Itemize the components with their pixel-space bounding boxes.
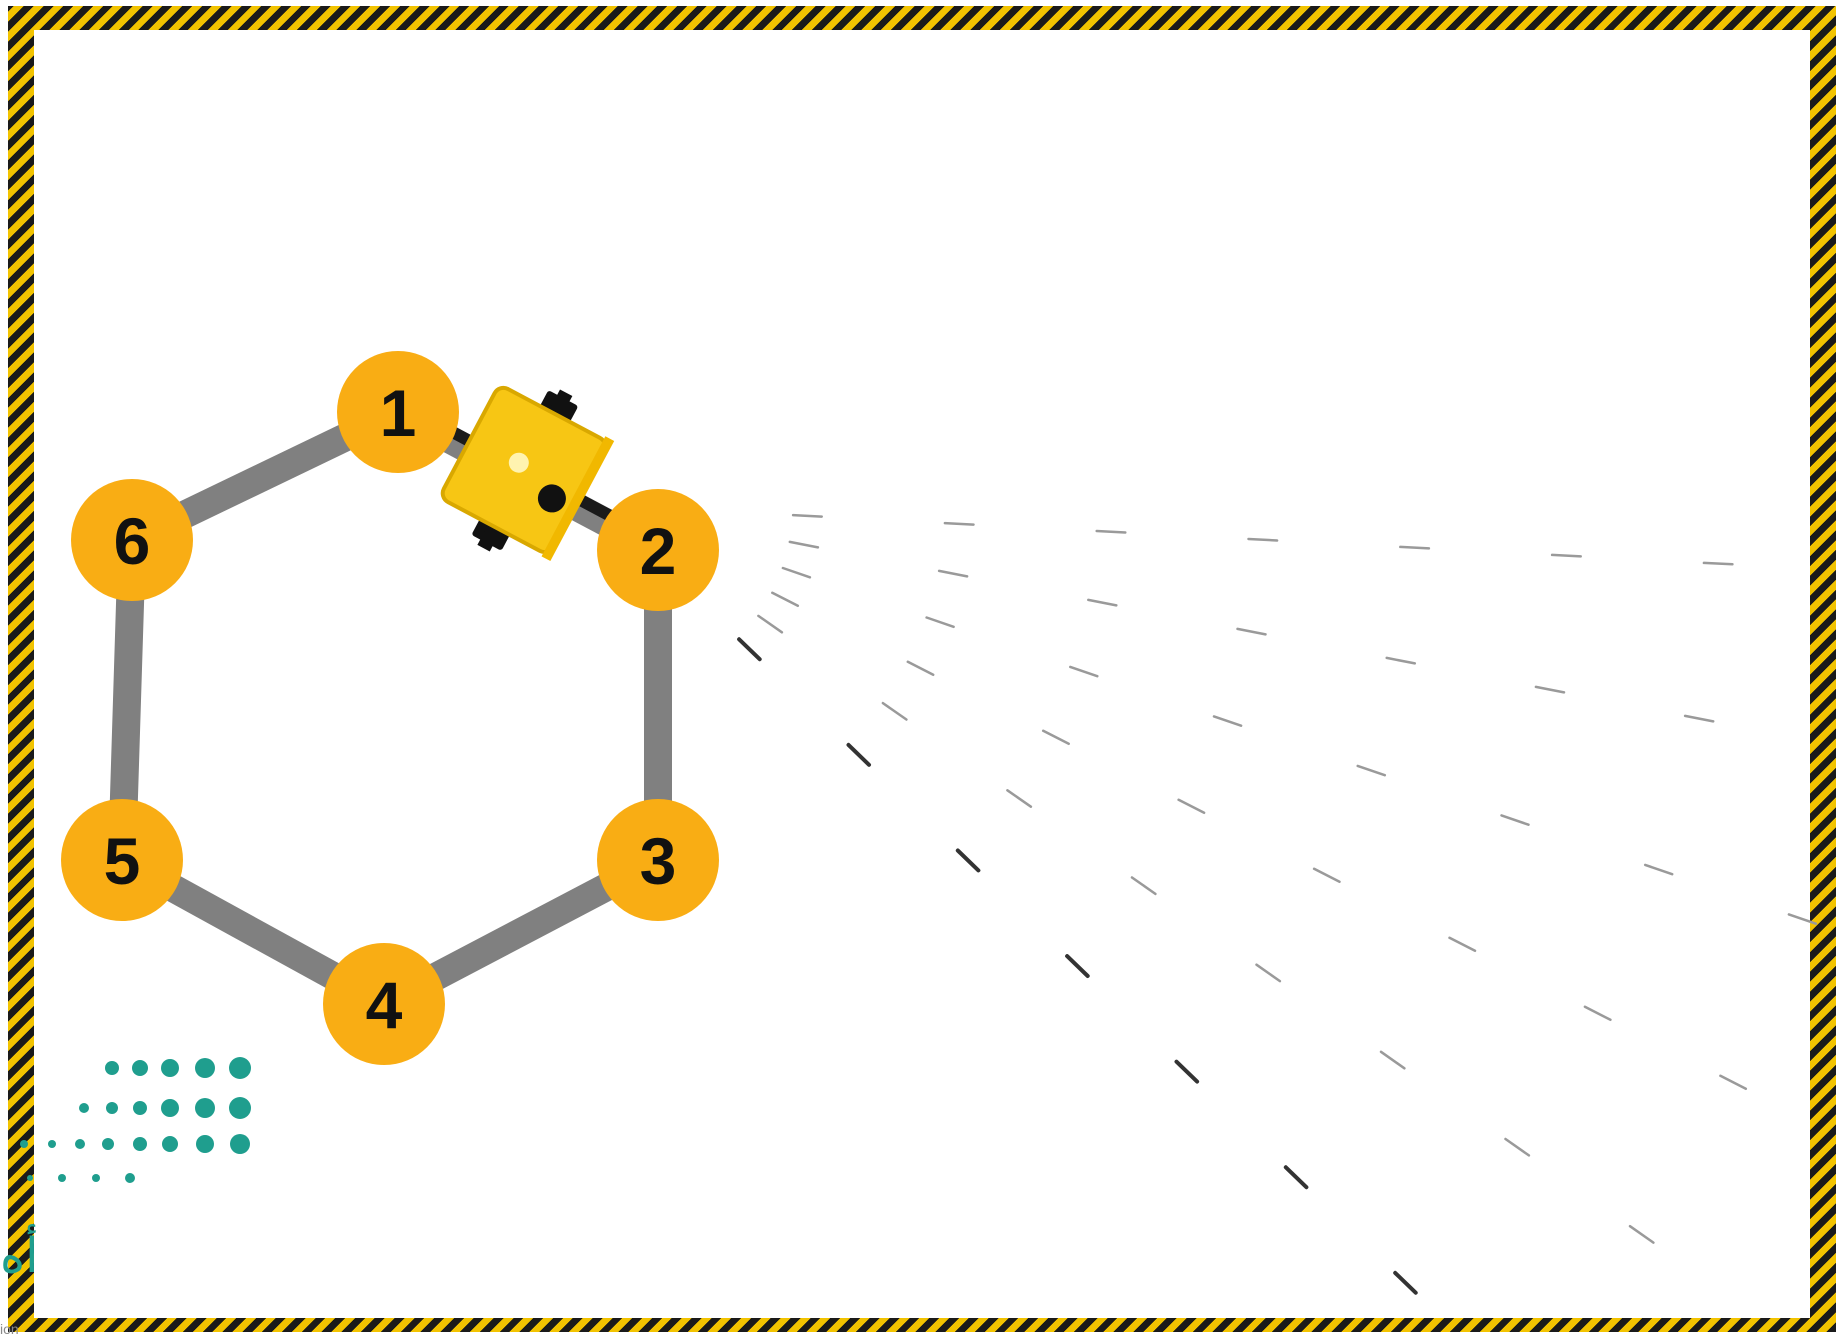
trail-dash xyxy=(1358,766,1385,775)
trail-dash xyxy=(1238,629,1266,635)
trail-dash xyxy=(883,703,907,719)
trail-dash xyxy=(1249,539,1278,541)
logo-subtext: ion xyxy=(0,1322,19,1336)
trail-dash xyxy=(1395,1273,1416,1293)
logo-dot xyxy=(20,1140,28,1148)
node-5: 5 xyxy=(61,799,183,921)
logo-dot xyxy=(125,1173,135,1183)
hexagon-nodes: 1 2 3 4 5 6 xyxy=(61,351,719,1065)
trail-dash xyxy=(1704,563,1733,564)
logo-dot xyxy=(133,1101,147,1115)
logo-dot xyxy=(133,1137,147,1151)
node-2: 2 xyxy=(597,489,719,611)
trail-dash xyxy=(1314,869,1339,882)
trail-dash xyxy=(1088,600,1116,606)
trail-dash xyxy=(945,523,974,525)
logo-dot xyxy=(230,1134,250,1154)
node-3: 3 xyxy=(597,799,719,921)
logo-dot xyxy=(75,1139,85,1149)
node-4: 4 xyxy=(323,943,445,1065)
logo-dot xyxy=(58,1174,66,1182)
trail-dash xyxy=(958,851,979,871)
motion-trail xyxy=(739,515,1816,1293)
node-label: 6 xyxy=(114,504,151,578)
trail-dash xyxy=(1177,1062,1198,1082)
trail-dash xyxy=(1789,914,1816,923)
trail-dash xyxy=(783,568,810,577)
node-label: 4 xyxy=(366,968,403,1042)
trail-dash xyxy=(1685,716,1713,722)
trail-dash xyxy=(1536,687,1564,693)
trail-dash xyxy=(1070,667,1097,676)
node-label: 2 xyxy=(640,514,677,588)
logo-dot xyxy=(102,1138,114,1150)
trail-dash xyxy=(849,745,870,765)
logo-dot xyxy=(48,1140,56,1148)
trail-dash xyxy=(1132,878,1155,894)
logo-dot xyxy=(195,1098,215,1118)
logo-dot xyxy=(162,1136,178,1152)
trail-dash xyxy=(1552,555,1581,557)
trail-dash xyxy=(1214,716,1241,725)
trail-dash xyxy=(1286,1167,1307,1187)
logo-dot xyxy=(195,1058,215,1078)
trail-dash xyxy=(1067,956,1088,976)
trail-dash xyxy=(1387,658,1415,664)
logo-dot xyxy=(27,1175,33,1181)
logo-dot xyxy=(132,1060,148,1076)
trail-dash xyxy=(1585,1007,1611,1020)
trail-dash xyxy=(1381,1052,1404,1069)
trail-dash xyxy=(790,542,818,548)
trail-dash xyxy=(1502,815,1529,824)
dotted-logo-icon xyxy=(20,1057,251,1183)
logo-dot xyxy=(229,1057,251,1079)
logo-dot xyxy=(196,1135,214,1153)
trail-dash xyxy=(758,616,782,632)
logo-dot xyxy=(105,1061,119,1075)
trail-dash xyxy=(939,571,967,577)
trail-dash xyxy=(739,639,760,659)
logo-text: أه xyxy=(0,1232,38,1280)
node-1: 1 xyxy=(337,351,459,473)
logo-dot xyxy=(161,1059,179,1077)
trail-dash xyxy=(793,515,822,517)
trail-dash xyxy=(1400,547,1429,549)
trail-dash xyxy=(1097,531,1126,533)
trail-dash xyxy=(927,618,954,627)
logo-dot xyxy=(161,1099,179,1117)
trail-dash xyxy=(1007,790,1031,806)
logo-dot xyxy=(92,1174,100,1182)
trail-dash xyxy=(1506,1139,1529,1155)
trail-dash xyxy=(1257,965,1280,981)
trail-dash xyxy=(1179,800,1205,813)
trail-dash xyxy=(1450,938,1476,951)
logo-dot xyxy=(229,1097,251,1119)
node-label: 1 xyxy=(380,376,417,450)
logo-dot xyxy=(79,1103,89,1113)
trail-dash xyxy=(1720,1076,1745,1089)
trail-dash xyxy=(772,593,798,606)
node-label: 5 xyxy=(104,824,141,898)
logo-dot xyxy=(106,1102,118,1114)
trail-dash xyxy=(1630,1226,1653,1242)
node-6: 6 xyxy=(71,479,193,601)
trail-dash xyxy=(908,662,933,675)
trail-dash xyxy=(1645,865,1672,874)
trail-dash xyxy=(1043,731,1069,744)
node-label: 3 xyxy=(640,824,677,898)
